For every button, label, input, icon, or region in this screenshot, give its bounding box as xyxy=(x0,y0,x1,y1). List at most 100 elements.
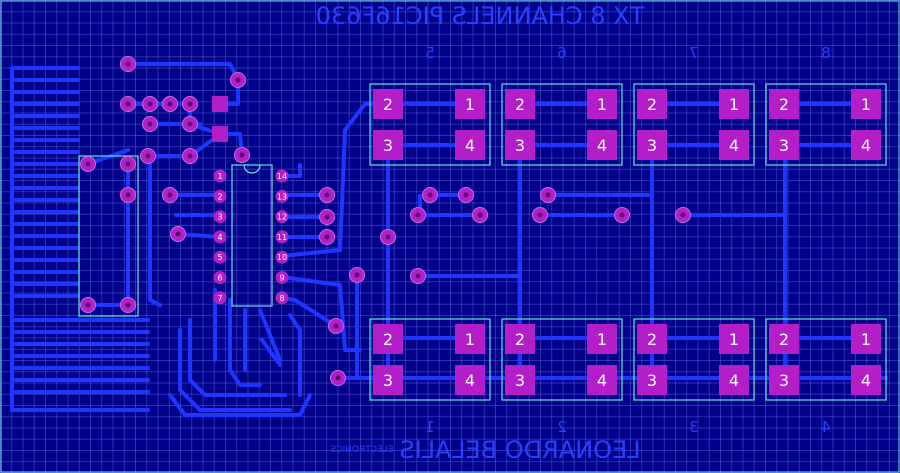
via-hole xyxy=(324,214,330,220)
switch-pad xyxy=(373,365,403,395)
author-group: LEONARDO BELALIS xyxy=(399,436,640,464)
via-hole xyxy=(324,234,330,240)
switch-pad-label: 1 xyxy=(861,95,871,114)
channel-label-bottom-group: 2 xyxy=(557,418,567,436)
switch-pad-label: 3 xyxy=(779,136,789,155)
via-hole xyxy=(333,323,339,329)
ic-pin-label-right: 10 xyxy=(277,253,287,262)
channel-label-bottom: 1 xyxy=(425,418,435,436)
ic-pin-label-right: 11 xyxy=(277,233,287,242)
switch-pad-label: 3 xyxy=(779,371,789,390)
switch-pad-label: 1 xyxy=(861,330,871,349)
channel-label-bottom: 3 xyxy=(689,418,699,436)
ic-pin-pad-right xyxy=(275,210,289,224)
channel-label-bottom-group: 1 xyxy=(425,418,435,436)
switch-pad-label: 2 xyxy=(647,95,657,114)
switch-pad-label: 1 xyxy=(465,330,475,349)
ic-pin-label-left: 2 xyxy=(217,192,222,201)
ic-pin-label-left: 7 xyxy=(217,294,222,303)
switch-pad xyxy=(719,130,749,160)
switch-pad-label: 3 xyxy=(383,136,393,155)
via-hole xyxy=(85,302,91,308)
channel-label-bottom-group: 4 xyxy=(821,418,831,436)
channel-label-top-group: 5 xyxy=(425,44,435,62)
ic-pin-pad-right xyxy=(275,230,289,244)
via-hole xyxy=(235,77,241,83)
switch-outline xyxy=(765,83,887,166)
switch-outline xyxy=(369,318,491,401)
via-hole xyxy=(680,212,686,218)
channel-label-bottom: 2 xyxy=(557,418,567,436)
ic-pin-pad-right xyxy=(275,291,289,305)
ic-pin-pad-right xyxy=(275,189,289,203)
switch-pad xyxy=(719,89,749,119)
via-hole xyxy=(537,212,543,218)
switch-pad-label: 2 xyxy=(383,95,393,114)
switch-pad-label: 2 xyxy=(515,330,525,349)
via-hole xyxy=(545,192,551,198)
switch-pad-label: 3 xyxy=(515,136,525,155)
channel-label-top: 6 xyxy=(557,44,567,62)
switch-pad-label: 4 xyxy=(597,371,607,390)
switch-pad xyxy=(637,324,667,354)
switch-pad xyxy=(769,89,799,119)
via-hole xyxy=(324,192,330,198)
switch-pad xyxy=(719,365,749,395)
ic-pin-pad-left xyxy=(213,169,227,183)
switch-pad-label: 4 xyxy=(861,136,871,155)
channel-label-bottom-group: 3 xyxy=(689,418,699,436)
switch-pad xyxy=(505,130,535,160)
switch-pad-label: 4 xyxy=(465,371,475,390)
switch-pad-label: 3 xyxy=(515,371,525,390)
via-hole xyxy=(187,153,193,159)
switch-pad-label: 3 xyxy=(647,136,657,155)
author-subtext: ELECTRONICS xyxy=(330,445,393,455)
switch-pad xyxy=(587,324,617,354)
copper-traces xyxy=(10,62,888,417)
switch-outline xyxy=(501,318,623,401)
switch-pad xyxy=(637,130,667,160)
via-hole xyxy=(167,192,173,198)
via-hole xyxy=(477,212,483,218)
via-hole xyxy=(619,212,625,218)
switch-outline xyxy=(633,318,755,401)
switch-pad-label: 1 xyxy=(597,95,607,114)
switch-pad-label: 1 xyxy=(729,330,739,349)
via-hole xyxy=(175,231,181,237)
switch-pad xyxy=(587,89,617,119)
via-hole xyxy=(335,375,341,381)
switch-pad-label: 2 xyxy=(779,95,789,114)
board-title: TX 8 CHANNELS PIC16F630 xyxy=(316,2,646,30)
channel-label-top-group: 7 xyxy=(689,44,699,62)
square-pad xyxy=(212,96,228,112)
ic-pin-pad-right xyxy=(275,169,289,183)
switch-pad xyxy=(455,324,485,354)
author-text: LEONARDO BELALIS xyxy=(399,436,640,464)
vias xyxy=(80,56,691,386)
channel-labels-top: 5 6 7 8 xyxy=(425,44,831,62)
channel-label-top-group: 6 xyxy=(557,44,567,62)
switch-pad xyxy=(455,89,485,119)
switch-pad-label: 3 xyxy=(647,371,657,390)
switch-pad-label: 4 xyxy=(861,371,871,390)
switch-pad-label: 2 xyxy=(647,330,657,349)
via-hole xyxy=(463,192,469,198)
switch-pad xyxy=(769,130,799,160)
via-hole xyxy=(125,161,131,167)
ic-pin-label-right: 13 xyxy=(277,192,287,201)
channel-label-top: 8 xyxy=(821,44,831,62)
switch-pad xyxy=(505,89,535,119)
ic-pin-pad-left xyxy=(213,189,227,203)
switch-pad xyxy=(719,324,749,354)
via-hole xyxy=(85,161,91,167)
author-sub-group: ELECTRONICS xyxy=(330,445,393,455)
ic-pin-pad-left xyxy=(213,210,227,224)
ic-pin-label-right: 14 xyxy=(277,172,287,181)
ic-pin-label-right: 8 xyxy=(279,294,284,303)
ic-pin-label-left: 5 xyxy=(217,253,222,262)
via-hole xyxy=(167,101,173,107)
ic-pin-pad-left xyxy=(213,250,227,264)
component-outline-left xyxy=(78,155,139,317)
